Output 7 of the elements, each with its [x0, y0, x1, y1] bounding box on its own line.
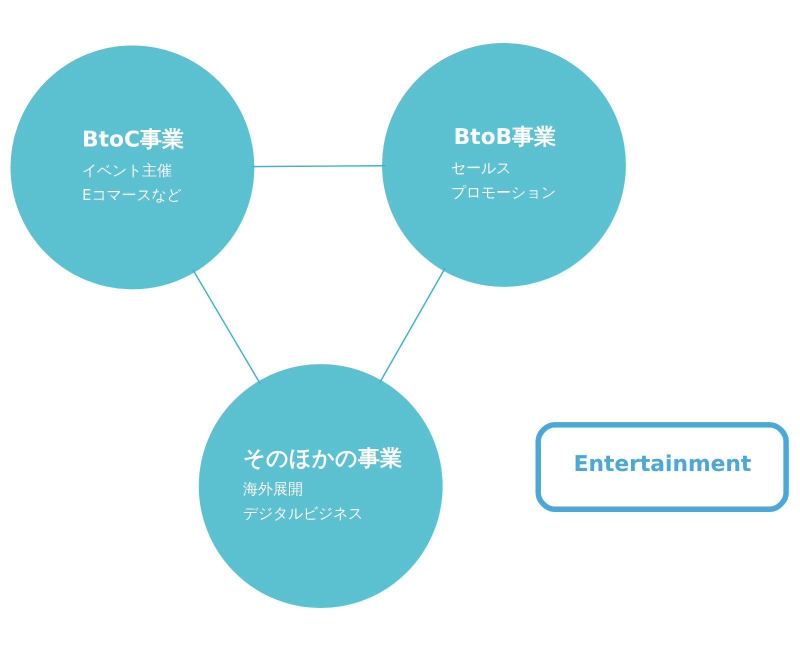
connector: [251, 164, 386, 167]
node-circle: そのほかの事業 海外展開 デジタルビジネス: [198, 364, 443, 608]
node-box: Entertainment: [536, 422, 789, 512]
node-circle: BtoC事業 イベント主催 Eコマースなど: [10, 44, 254, 289]
connector: [378, 267, 446, 383]
connector: [192, 268, 261, 384]
node-circle: BtoB事業 セールス プロモーション: [382, 42, 626, 286]
